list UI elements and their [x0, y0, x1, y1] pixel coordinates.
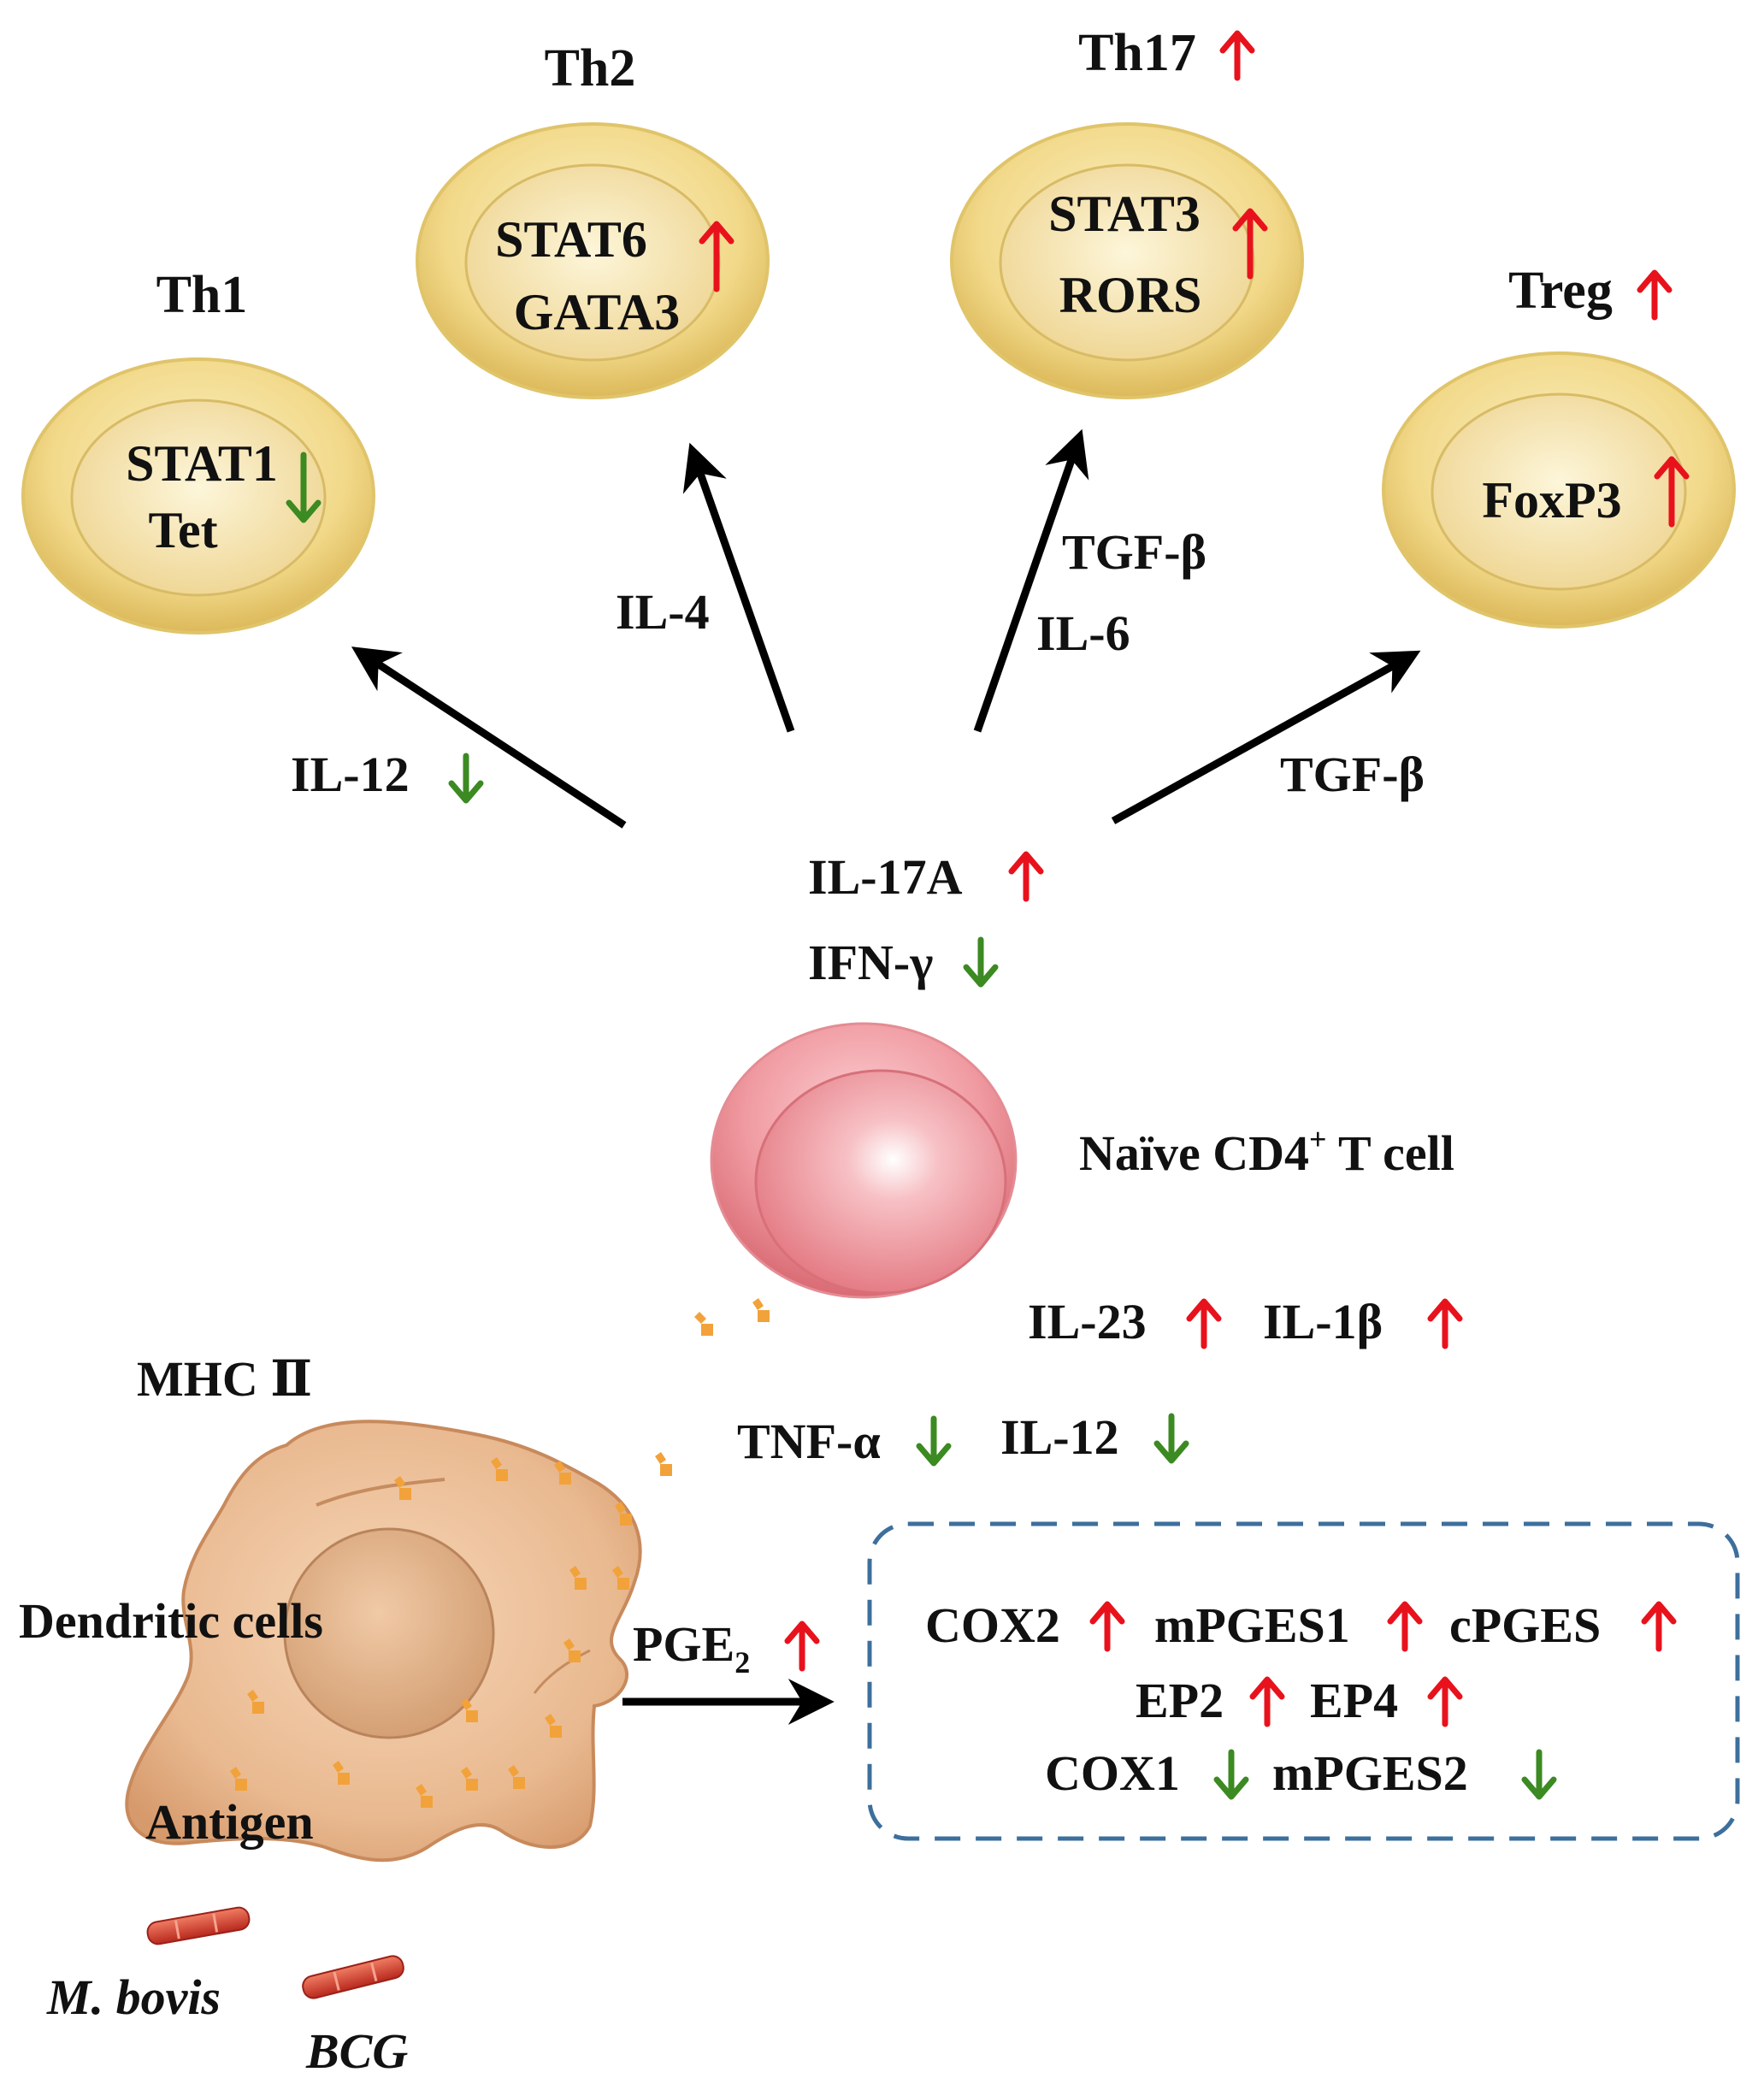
th17-markers-up-arrow-icon [1232, 208, 1268, 280]
mhc-label: MHC Ⅱ [137, 1351, 312, 1407]
enzyme-mpges2: mPGES2 [1272, 1745, 1468, 1801]
cox2-up-arrow-icon [1089, 1601, 1125, 1652]
th17-cytokine-2: IL-6 [1036, 605, 1130, 661]
treg-cytokine: TGF-β [1280, 747, 1425, 802]
il17a-up-arrow-icon [1008, 851, 1044, 902]
naive-cd4-t-cell [710, 1022, 1018, 1299]
enzyme-cox1: COX1 [1045, 1745, 1180, 1801]
th17-marker-2: RORS [1059, 267, 1202, 323]
th1-cytokine-down-arrow-icon [448, 753, 484, 804]
th1-label: Th1 [156, 266, 248, 324]
th1-markers-down-arrow-icon [286, 452, 322, 523]
mpges2-down-arrow-icon [1521, 1749, 1557, 1800]
il12-down-arrow-icon [1153, 1413, 1189, 1464]
enzyme-ep4: EP4 [1310, 1673, 1398, 1728]
treg-label: Treg [1508, 262, 1613, 320]
th2-marker-1: STAT6 [495, 211, 647, 268]
th17-cell [950, 122, 1304, 399]
center-cytokine-ifng: IFN-γ [808, 935, 933, 990]
treg-up-arrow-icon [1637, 269, 1673, 321]
mpges1-up-arrow-icon [1387, 1601, 1423, 1652]
pathogen-label-2: BCG [305, 2023, 408, 2079]
th2-cytokine: IL-4 [616, 584, 710, 640]
ep4-up-arrow-icon [1427, 1676, 1463, 1727]
pathogen-label-1: M. bovis [46, 1969, 221, 2025]
th1-cytokine: IL-12 [291, 747, 410, 802]
pge2-label: PGE2 [633, 1616, 750, 1680]
dc-nucleus [283, 1527, 495, 1739]
dc-cytokine-il12: IL-12 [1000, 1409, 1119, 1465]
th1-marker-2: Tet [148, 502, 217, 558]
th17-cytokine-1: TGF-β [1062, 524, 1206, 580]
antigen-label: Antigen [145, 1794, 314, 1850]
treg-marker-up-arrow-icon [1654, 456, 1690, 528]
tnfa-down-arrow-icon [916, 1415, 952, 1467]
enzyme-ep2: EP2 [1136, 1673, 1224, 1728]
arrow-to-th1 [351, 646, 627, 829]
cpges-up-arrow-icon [1641, 1601, 1677, 1652]
th17-label: Th17 [1078, 24, 1196, 82]
th2-label: Th2 [545, 39, 636, 97]
th2-marker-2: GATA3 [514, 284, 680, 340]
enzyme-cpges: cPGES [1449, 1597, 1601, 1653]
pge2-up-arrow-icon [784, 1621, 820, 1672]
dc-cytokine-tnfa: TNF-α [737, 1414, 881, 1469]
il23-up-arrow-icon [1186, 1298, 1222, 1349]
th2-cell [416, 122, 770, 399]
th17-marker-1: STAT3 [1048, 186, 1201, 242]
naive-cell-label: Naïve CD4+ T cell [1079, 1122, 1454, 1181]
th2-markers-up-arrow-icon [699, 221, 735, 292]
enzyme-mpges1: mPGES1 [1154, 1597, 1350, 1653]
ep2-up-arrow-icon [1249, 1676, 1285, 1727]
dc-cytokine-il1b: IL-1β [1263, 1294, 1383, 1349]
arrow-to-treg [1111, 650, 1421, 824]
center-cytokine-il17a: IL-17A [808, 849, 963, 905]
treg-cell [1382, 351, 1736, 629]
th17-up-arrow-icon [1219, 30, 1255, 81]
arrow-to-th17 [973, 428, 1089, 733]
dendritic-cell [125, 1420, 642, 1863]
treg-marker: FoxP3 [1482, 472, 1621, 528]
th1-marker-1: STAT1 [126, 435, 278, 492]
th1-cell [21, 357, 375, 635]
enzyme-cox2: COX2 [925, 1597, 1060, 1653]
dendritic-cells-label: Dendritic cells [19, 1593, 323, 1649]
bacteria-2 [302, 1955, 404, 1999]
il1b-up-arrow-icon [1427, 1298, 1463, 1349]
arrow-to-th2 [682, 442, 795, 733]
cox1-down-arrow-icon [1213, 1749, 1249, 1800]
dc-cytokine-il23: IL-23 [1028, 1294, 1147, 1349]
ifng-down-arrow-icon [963, 936, 999, 988]
antigen-particles [230, 1298, 770, 1808]
bacteria-1 [146, 1906, 251, 1945]
